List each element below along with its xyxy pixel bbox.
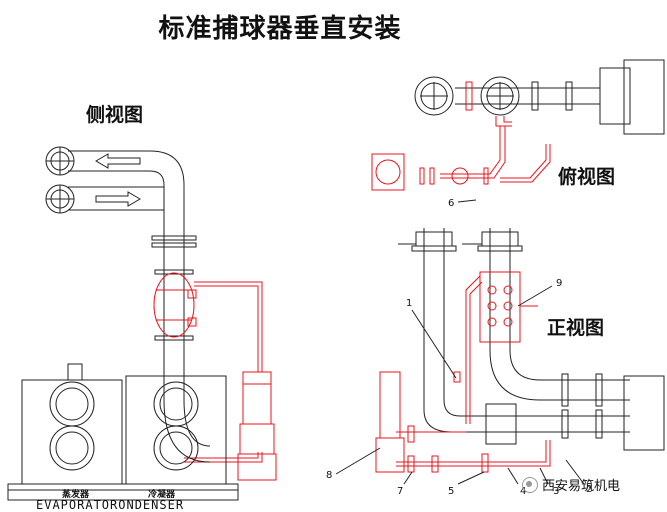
watermark-icon: [522, 476, 538, 493]
condenser-label: 冷凝器: [148, 490, 176, 500]
front-view-label: 正视图: [547, 317, 605, 339]
callout-1: 1: [406, 298, 413, 309]
unit-label: EVAPORATORONDENSER: [36, 498, 185, 512]
side-view-label: 侧视图: [86, 104, 144, 126]
evaporator-label: 蒸发器: [62, 490, 90, 500]
watermark: 西安易筑机电: [522, 475, 620, 494]
watermark-text: 西安易筑机电: [542, 479, 621, 494]
callout-4: 4: [520, 486, 527, 497]
callout-6: 6: [448, 198, 455, 209]
diagram-title: 标准捕球器垂直安装: [158, 14, 402, 44]
callout-9: 9: [556, 278, 563, 289]
top-view-drawing: [371, 59, 665, 203]
callout-7: 7: [397, 486, 404, 497]
callout-5: 5: [448, 486, 455, 497]
callout-3: 3: [553, 486, 560, 497]
callout-2: 2: [586, 484, 593, 495]
front-view-drawing: [335, 228, 665, 485]
side-view-drawing: [7, 146, 277, 501]
top-view-label: 俯视图: [558, 166, 616, 188]
callout-8: 8: [326, 470, 333, 481]
